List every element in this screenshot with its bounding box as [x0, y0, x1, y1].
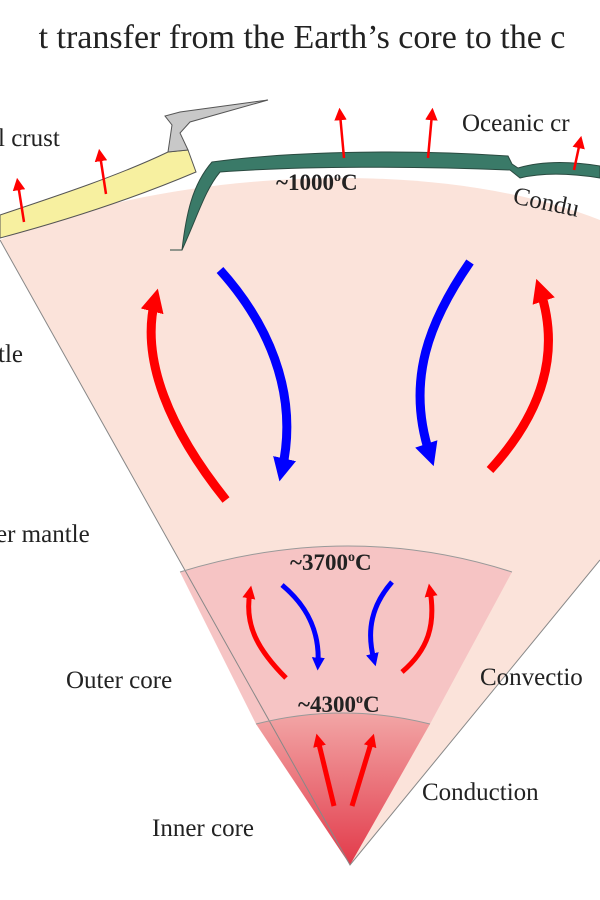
oceanic-crust-label: Oceanic cr	[462, 110, 570, 137]
hot-convection-arrow-icon	[486, 278, 555, 474]
continental-crust	[0, 149, 197, 239]
core-convection	[242, 580, 438, 680]
heat-flow-arrow-icon	[572, 135, 585, 171]
upper-mantle-label: tle	[0, 341, 23, 368]
heat-flow-arrow-icon	[349, 733, 377, 807]
inner-outer-core-boundary	[255, 712, 431, 725]
inner-core-region	[256, 713, 430, 865]
heat-flow-arrow-icon	[12, 177, 26, 223]
cold-convection-arrow-icon	[216, 266, 296, 482]
inner-core-label: Inner core	[152, 815, 254, 842]
wedge-outline	[0, 239, 600, 866]
inner-core-boundary-temperature: ~4300oC	[298, 692, 380, 717]
diagram-title: t transfer from the Earth’s core to the …	[39, 19, 566, 56]
outer-core-label: Outer core	[66, 667, 172, 694]
cold-convection-arrow-icon	[280, 583, 325, 671]
heat-flow-arrow-icon	[313, 733, 337, 807]
core-mantle-boundary	[179, 545, 513, 573]
heat-flow-arrow-icon	[94, 148, 108, 195]
inner-core-conduction	[313, 733, 377, 807]
core-mantle-temperature: ~3700oC	[290, 550, 372, 575]
heat-flow-arrow-icon	[334, 107, 347, 159]
cold-convection-arrow-icon	[415, 259, 474, 467]
continental-crust-label: l crust	[0, 125, 60, 152]
oceanic-crust	[170, 151, 600, 251]
convection-label: Convectio	[480, 664, 583, 691]
cold-convection-arrow-icon	[366, 580, 394, 667]
hot-convection-arrow-icon	[140, 288, 230, 503]
mountain-ridge	[164, 99, 269, 153]
hot-convection-arrow-icon	[242, 585, 288, 680]
heat-flow-arrow-icon	[425, 107, 438, 159]
surface-heat-arrows	[12, 107, 585, 223]
mantle-convection	[140, 259, 555, 503]
lower-mantle-label: er mantle	[0, 521, 90, 548]
lithosphere-temperature: ~1000oC	[276, 170, 358, 195]
hot-convection-arrow-icon	[400, 583, 438, 674]
core-conduction-label: Conduction	[422, 779, 539, 806]
